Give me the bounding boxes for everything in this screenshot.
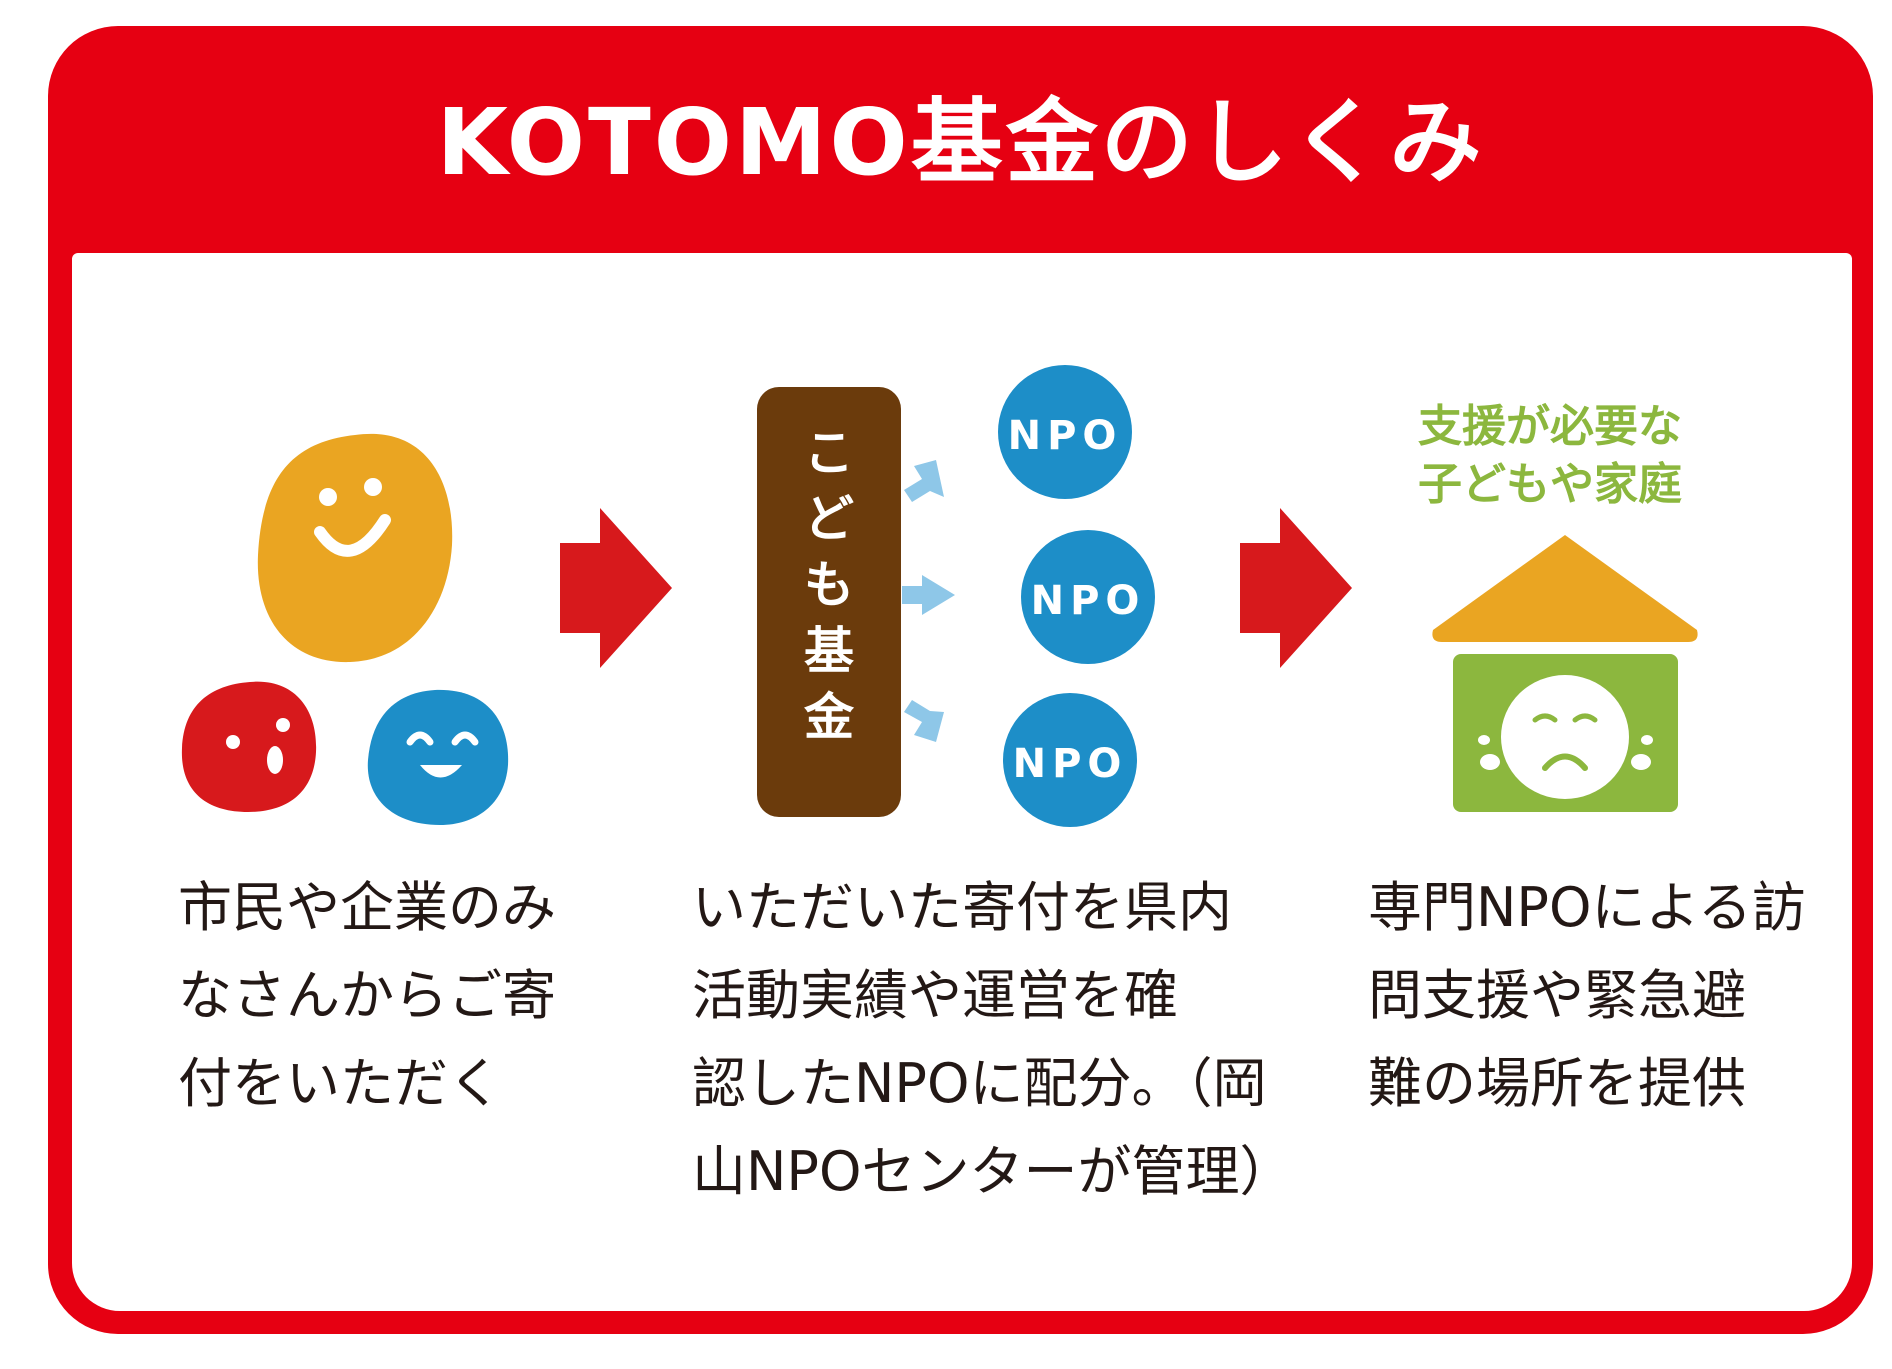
- small-arrow-icon: [902, 575, 955, 615]
- step-1-description: 市民や企業のみ なさんからご寄 付をいただく: [178, 864, 556, 1128]
- red-face: [181, 681, 317, 812]
- step-2-line: 山NPOセンターが管理）: [692, 1140, 1294, 1203]
- step-1-line: 市民や企業のみ: [178, 876, 556, 939]
- npo-circle-2: [1021, 530, 1155, 664]
- house-icon: [1432, 535, 1698, 812]
- fund-box: [757, 387, 901, 817]
- step-3-line: 問支援や緊急避: [1368, 964, 1746, 1027]
- donors-icon: [181, 433, 509, 825]
- fund-label: こども基金: [804, 424, 855, 746]
- step-2-line: いただいた寄付を県内: [692, 876, 1232, 939]
- small-arrow-icon: [904, 460, 944, 502]
- step-2-description: いただいた寄付を県内 活動実績や運営を確 認したNPOに配分。（岡 山NPOセン…: [692, 864, 1293, 1216]
- arrow-right-icon: [560, 508, 672, 668]
- npo-label: NPO: [1008, 413, 1123, 459]
- step-3-line: 難の場所を提供: [1368, 1052, 1746, 1115]
- blue-face: [367, 689, 509, 825]
- step-2-line: 活動実績や運営を確: [692, 964, 1178, 1027]
- step-1-line: なさんからご寄: [178, 964, 556, 1027]
- target-label: 支援が必要な 子どもや家庭: [1380, 398, 1720, 514]
- small-arrow-icon: [904, 700, 944, 742]
- target-label-line: 支援が必要な: [1418, 401, 1682, 452]
- arrow-right-icon: [1240, 508, 1352, 668]
- step-2-line: 認したNPOに配分。（岡: [692, 1052, 1267, 1115]
- npo-circle-3: [1003, 693, 1137, 827]
- npo-label: NPO: [1031, 578, 1146, 624]
- target-label-line: 子どもや家庭: [1418, 459, 1682, 510]
- page-title: KOTOMO基金のしくみ: [436, 89, 1485, 196]
- step-3-description: 専門NPOによる訪 問支援や緊急避 難の場所を提供: [1368, 864, 1806, 1128]
- npo-circle-1: [998, 365, 1132, 499]
- step-1-line: 付をいただく: [178, 1052, 502, 1115]
- step-3-line: 専門NPOによる訪: [1368, 876, 1806, 939]
- npo-label: NPO: [1013, 741, 1128, 787]
